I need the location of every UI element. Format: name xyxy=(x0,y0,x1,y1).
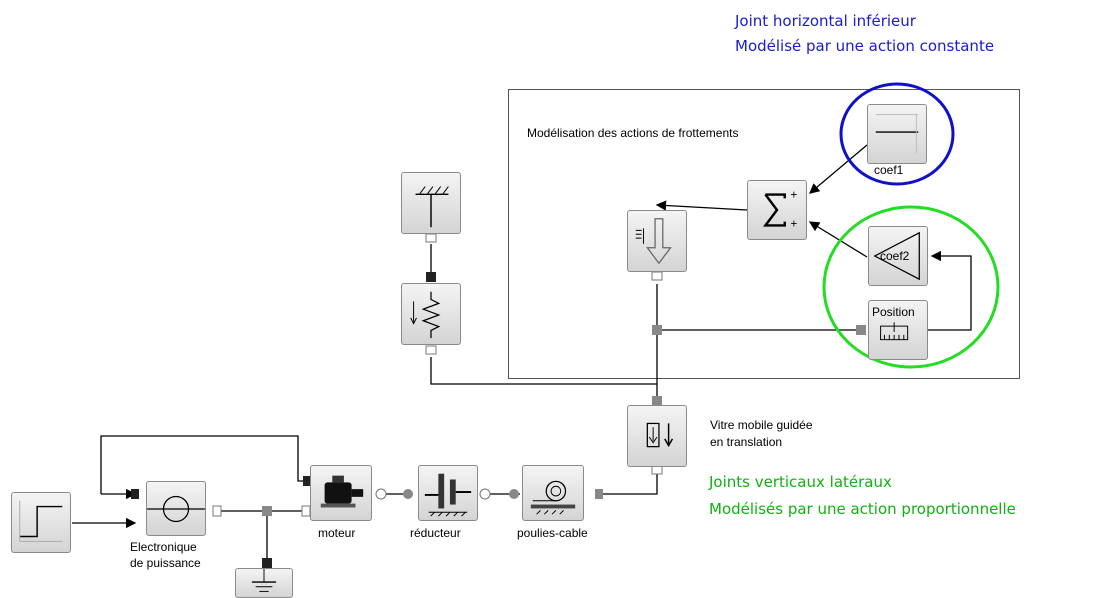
split-point-mech xyxy=(652,325,662,335)
coef1-label: coef1 xyxy=(874,163,904,177)
port-ground xyxy=(262,558,272,568)
reducteur-label: réducteur xyxy=(410,526,461,540)
position-sensor-block[interactable]: Position xyxy=(868,300,928,360)
translating-mass-icon xyxy=(646,422,674,448)
coef1-constant-block[interactable] xyxy=(867,104,927,164)
wire-coef2-to-sum xyxy=(808,221,868,258)
force-source-block[interactable] xyxy=(627,210,687,272)
green-highlight-circle xyxy=(822,205,1000,369)
vitre-label-line2: en translation xyxy=(710,435,783,449)
port-moteur-ctrl xyxy=(303,476,311,486)
electronique-block[interactable] xyxy=(146,481,206,536)
poulies-block[interactable] xyxy=(522,465,584,521)
wire-position-to-coef2 xyxy=(928,250,972,331)
blue-highlight-circle xyxy=(839,82,955,186)
blue-annotation-line1: Joint horizontal inférieur xyxy=(735,12,916,30)
fixed-support-icon xyxy=(415,186,449,228)
port-spring-in xyxy=(426,272,436,282)
reducteur-block[interactable] xyxy=(418,465,478,521)
moteur-label: moteur xyxy=(318,526,356,540)
svg-text:+: + xyxy=(791,217,798,230)
port-moteur-out xyxy=(375,488,387,500)
wire-coef1-to-sum xyxy=(809,144,868,194)
wire-spring xyxy=(430,357,657,385)
svg-text:+: + xyxy=(791,188,798,201)
wire-sum-to-force xyxy=(655,200,748,211)
electronique-label-line1: Electronique xyxy=(130,540,197,554)
position-label: Position xyxy=(872,305,915,319)
port-vitre-out xyxy=(651,465,663,475)
split-point-elec xyxy=(262,506,272,516)
electronique-label-line2: de puissance xyxy=(130,556,201,570)
sigma-icon: + + xyxy=(762,188,798,230)
port-reducteur-in xyxy=(403,489,413,499)
green-annotation-line2: Modélisés par une action proportionnelle xyxy=(709,500,1016,518)
port-elec-out xyxy=(212,505,222,517)
frame-title: Modélisation des actions de frottements xyxy=(527,126,739,140)
port-fixed-out xyxy=(425,233,437,243)
port-reducteur-out xyxy=(479,488,491,500)
step-icon xyxy=(19,500,63,542)
blue-annotation-line2: Modélisé par une action constante xyxy=(735,37,995,55)
green-annotation-line1: Joints verticaux latéraux xyxy=(709,473,892,491)
poulies-label: poulies-cable xyxy=(517,526,588,540)
friction-superblock-frame xyxy=(508,89,1020,379)
port-force-out xyxy=(651,271,663,281)
port-vitre-in xyxy=(652,396,662,406)
pulley-icon xyxy=(530,480,576,515)
spring-block[interactable] xyxy=(401,283,461,345)
fixed-point-block[interactable] xyxy=(401,172,461,234)
sum-block[interactable]: + + xyxy=(747,180,807,240)
current-source-icon xyxy=(147,495,205,523)
ruler-icon xyxy=(880,322,909,341)
motor-icon xyxy=(320,475,364,508)
ground-icon xyxy=(251,569,277,592)
coef2-gain-block[interactable]: coef2 xyxy=(868,226,928,286)
gain-triangle-icon xyxy=(873,231,920,281)
port-moteur-in xyxy=(301,505,311,517)
constant-icon xyxy=(875,114,919,154)
vitre-label-line1: Vitre mobile guidée xyxy=(710,418,813,432)
ground-block[interactable] xyxy=(235,568,293,598)
port-poulies-out xyxy=(595,489,603,499)
port-poulies-in xyxy=(509,489,519,499)
step-source-block[interactable] xyxy=(11,492,71,553)
moteur-block[interactable] xyxy=(310,465,372,521)
force-arrow-icon xyxy=(635,218,672,265)
port-position-in xyxy=(856,325,866,335)
coef2-label: coef2 xyxy=(880,249,910,263)
wire-feedback xyxy=(100,435,310,494)
vitre-mass-block[interactable] xyxy=(627,405,687,467)
port-spring-out xyxy=(425,345,437,355)
spring-icon xyxy=(410,291,441,339)
gearbox-icon xyxy=(424,473,472,517)
port-elec-ctrl xyxy=(131,489,139,499)
wire-poulies-vitre xyxy=(595,472,658,495)
